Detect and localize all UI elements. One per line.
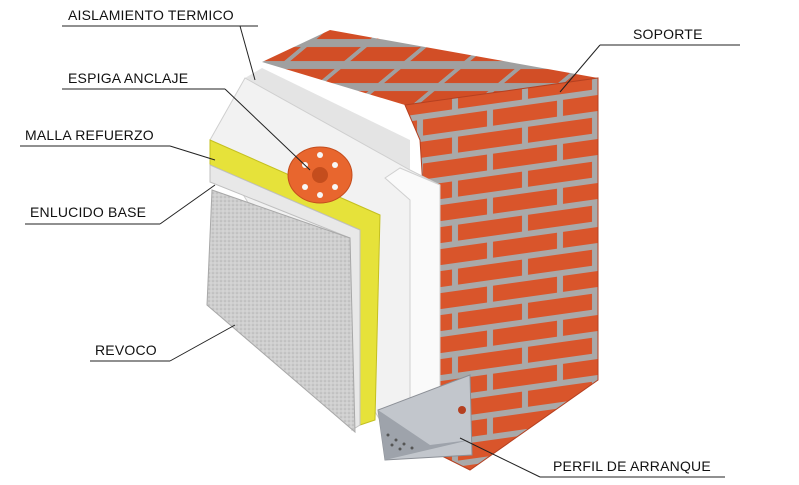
leader-lines xyxy=(20,25,740,478)
brick-support xyxy=(262,30,599,471)
label-anchor: ESPIGA ANCLAJE xyxy=(68,70,189,86)
label-support: SOPORTE xyxy=(633,26,703,42)
label-insulation: AISLAMIENTO TERMICO xyxy=(68,7,234,23)
label-base-coat: ENLUCIDO BASE xyxy=(30,204,147,220)
anchor-plug xyxy=(287,146,353,204)
starter-profile xyxy=(377,374,473,461)
label-mesh: MALLA REFUERZO xyxy=(25,127,154,143)
render-layer xyxy=(206,189,356,434)
label-starter-profile: PERFIL DE ARRANQUE xyxy=(553,458,711,474)
label-render: REVOCO xyxy=(95,342,157,358)
